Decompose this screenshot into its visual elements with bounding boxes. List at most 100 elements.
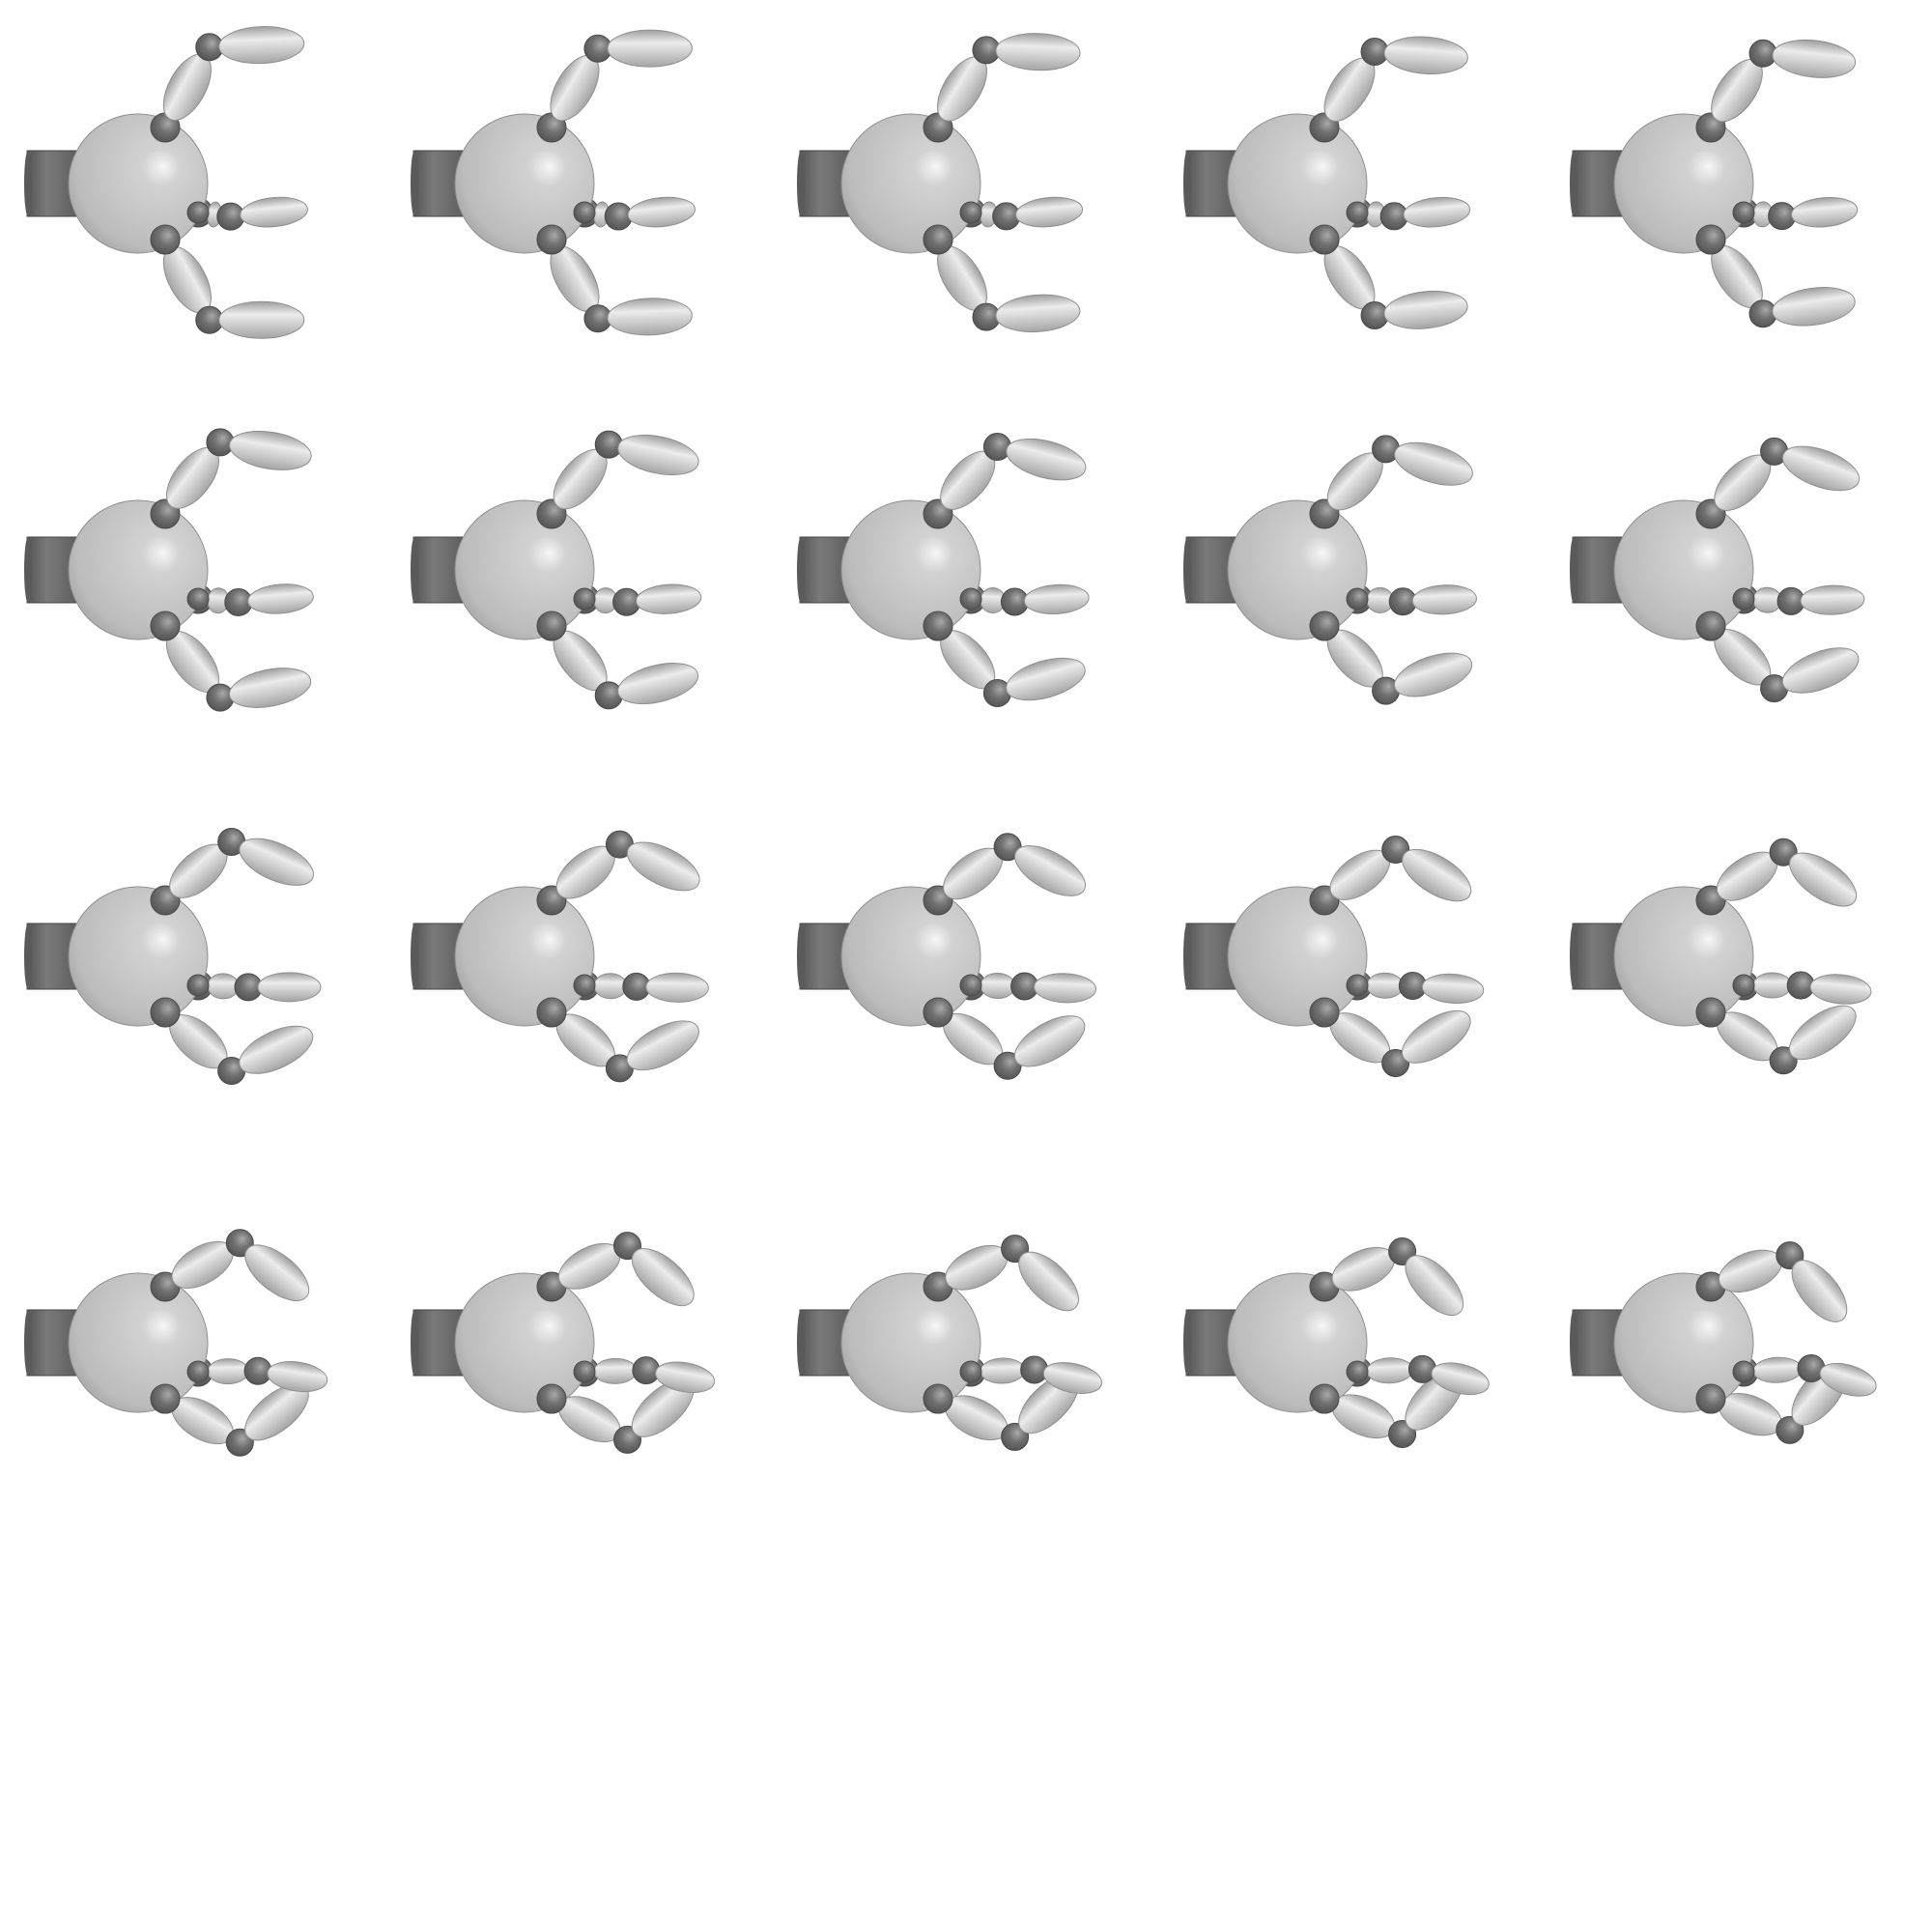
middle-finger-phalanx-2 <box>1421 973 1485 1005</box>
hand-frame <box>1183 836 1485 1077</box>
wrist-face <box>411 537 418 603</box>
wrist-mount <box>1572 923 1624 990</box>
middle-finger-phalanx-2 <box>1800 584 1865 615</box>
hand-frame <box>1183 1236 1490 1449</box>
lower-finger-phalanx-2 <box>626 1020 699 1071</box>
lower-finger-joint-1 <box>1381 1048 1410 1077</box>
hand-frame <box>24 1229 328 1457</box>
middle-finger-base-cap <box>959 974 982 997</box>
hand-frame <box>411 1232 716 1454</box>
hand-frame <box>1570 437 1865 703</box>
upper-finger-phalanx-2 <box>229 430 312 470</box>
middle-finger-phalanx-2 <box>1403 196 1471 228</box>
middle-finger-phalanx-2 <box>240 196 308 228</box>
palm-sphere <box>454 499 595 640</box>
lower-finger-base-cap <box>1695 1383 1726 1414</box>
middle-finger-base-cap <box>1732 974 1755 997</box>
lower-finger-phalanx-2 <box>617 663 699 705</box>
middle-finger-base-cap <box>959 201 982 224</box>
middle-finger-base-cap <box>1732 201 1755 224</box>
wrist-face <box>797 1310 805 1376</box>
middle-finger-phalanx-2 <box>627 196 696 228</box>
middle-finger-phalanx-2 <box>267 1361 328 1393</box>
middle-finger-base-cap <box>186 974 210 997</box>
middle-finger-phalanx-2 <box>1023 583 1090 615</box>
upper-finger-phalanx-2 <box>607 29 693 68</box>
upper-finger-phalanx-2 <box>239 838 314 886</box>
lower-finger-base-cap <box>1695 224 1726 255</box>
lower-finger-phalanx-2 <box>607 298 693 336</box>
palm-sphere <box>68 113 209 254</box>
middle-finger-base-cap <box>573 201 596 224</box>
middle-finger-base-cap <box>1346 201 1369 224</box>
wrist-face <box>797 537 805 603</box>
middle-finger-phalanx-2 <box>655 1361 716 1394</box>
palm-sphere <box>1613 886 1754 1027</box>
lower-finger-base-cap <box>1695 997 1726 1028</box>
middle-finger-joint-1 <box>1407 1354 1436 1383</box>
hand-frame <box>1570 838 1872 1075</box>
lower-finger-phalanx-2 <box>1781 647 1860 694</box>
palm-sphere <box>68 886 209 1027</box>
hand-frame <box>1183 36 1471 329</box>
middle-finger-base-cap <box>186 587 210 611</box>
middle-finger-base-cap <box>1732 1360 1755 1383</box>
lower-finger-base-cap <box>1309 224 1340 255</box>
lower-finger-phalanx-2 <box>1402 1009 1471 1064</box>
palm-sphere <box>840 113 981 254</box>
palm-sphere <box>454 1272 595 1413</box>
lower-finger-joint-1 <box>206 683 235 712</box>
upper-finger-phalanx-2 <box>995 33 1081 71</box>
upper-finger-phalanx-2 <box>626 841 700 892</box>
upper-finger-phalanx-2 <box>244 1244 310 1301</box>
middle-finger-base-cap <box>1346 1360 1369 1383</box>
lower-finger-phalanx-2 <box>239 1025 314 1074</box>
palm-sphere <box>1613 1272 1754 1413</box>
middle-finger-phalanx-1 <box>207 1358 249 1385</box>
middle-finger-phalanx-1 <box>593 1357 638 1384</box>
upper-finger-joint-1 <box>1381 836 1410 865</box>
middle-finger-phalanx-2 <box>1015 196 1084 228</box>
upper-finger-phalanx-2 <box>1405 1255 1464 1317</box>
frames-layer <box>24 26 1877 1457</box>
middle-finger-base-cap <box>959 1360 982 1383</box>
upper-finger-phalanx-2 <box>1006 438 1087 481</box>
middle-finger-phalanx-2 <box>257 972 322 1003</box>
hand-frame <box>1183 435 1477 705</box>
lower-finger-phalanx-2 <box>995 294 1081 333</box>
wrist-face <box>1183 151 1191 216</box>
wrist-face <box>24 1310 32 1376</box>
lower-finger-base-cap <box>1309 1383 1340 1414</box>
upper-finger-phalanx-2 <box>1791 1260 1848 1322</box>
wrist-face <box>24 537 32 603</box>
wrist-face <box>1570 151 1577 216</box>
palm-sphere <box>454 113 595 254</box>
middle-finger-joint-1 <box>632 1356 661 1385</box>
lower-finger-base-cap <box>1695 611 1726 641</box>
middle-finger-phalanx-2 <box>645 972 709 1003</box>
upper-finger-phalanx-2 <box>1383 36 1468 74</box>
lower-finger-phalanx-2 <box>1383 290 1468 329</box>
middle-finger-phalanx-1 <box>1366 972 1404 999</box>
palm-sphere <box>1613 499 1754 640</box>
hand-frame <box>797 33 1084 333</box>
palm-sphere <box>840 886 981 1027</box>
middle-finger-base-cap <box>1732 587 1755 611</box>
palm-sphere <box>1227 499 1368 640</box>
hand-frame <box>797 833 1097 1080</box>
upper-finger-phalanx-2 <box>1789 852 1858 907</box>
upper-finger-phalanx-2 <box>1014 845 1086 896</box>
lower-finger-phalanx-2 <box>1013 1015 1086 1067</box>
middle-finger-base-cap <box>186 1360 210 1383</box>
palm-sphere <box>1227 1272 1368 1413</box>
middle-finger-phalanx-1 <box>1752 1356 1803 1383</box>
lower-finger-base-cap <box>150 997 181 1028</box>
middle-finger-phalanx-2 <box>636 583 702 614</box>
middle-finger-phalanx-2 <box>1034 973 1097 1004</box>
lower-finger-joint-1 <box>594 681 623 710</box>
middle-finger-phalanx-2 <box>1431 1362 1490 1396</box>
lower-finger-phalanx-2 <box>1772 287 1856 327</box>
lower-finger-base-cap <box>1309 611 1340 641</box>
hand-frame <box>797 1235 1102 1451</box>
upper-finger-phalanx-2 <box>617 434 699 476</box>
